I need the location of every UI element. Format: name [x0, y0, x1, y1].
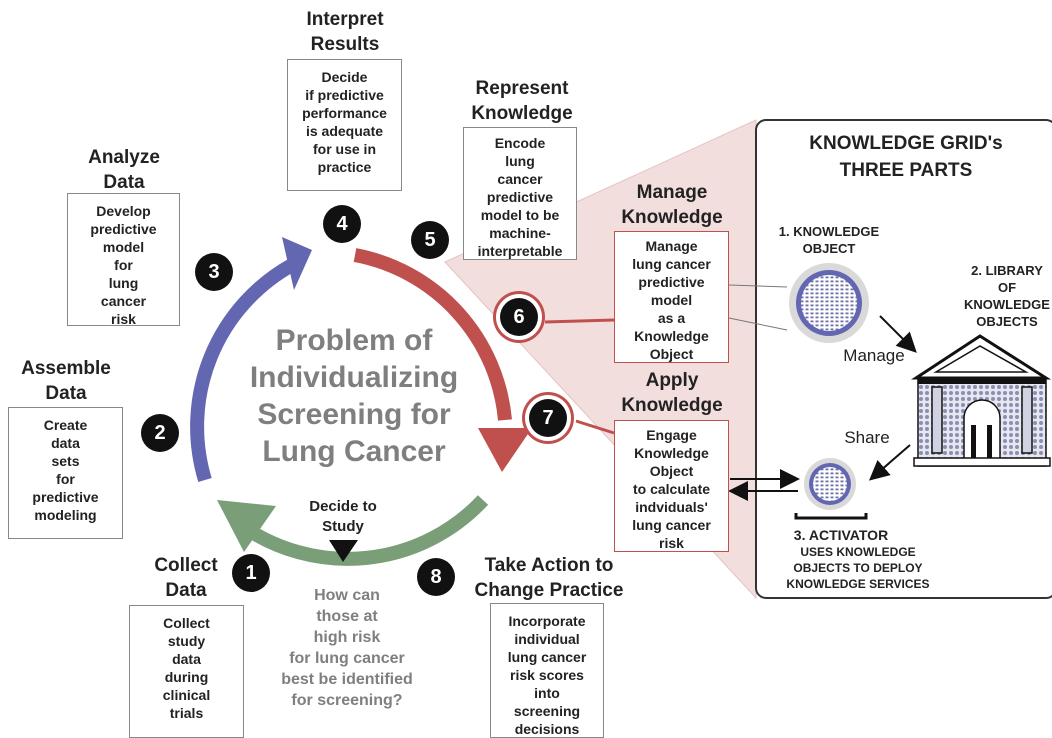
manage-arrow: [879, 315, 917, 353]
grid-title: KNOWLEDGE GRID's THREE PARTS: [809, 133, 1003, 181]
grid-part-2-label: 2. LIBRARY OF KNOWLEDGE OBJECTS: [964, 263, 1050, 329]
step-3-title: Analyze Data: [88, 147, 160, 193]
step-marker-2: 2: [141, 414, 179, 452]
grid-part-1-label: 1. KNOWLEDGE OBJECT: [778, 224, 880, 256]
manage-label: Manage: [843, 346, 905, 365]
connector-7: [575, 419, 615, 435]
grid-part-3-description: USES KNOWLEDGE OBJECTS TO DEPLOY KNOWLED…: [786, 545, 930, 591]
step-7-title: Apply Knowledge: [621, 370, 723, 416]
share-arrow: [868, 444, 911, 481]
step-marker-8: 8: [417, 558, 455, 596]
step-4-box: Decide if predictive performance is adeq…: [287, 59, 402, 191]
step-2-box: Create data sets for predictive modeling: [8, 407, 123, 539]
green-arrowhead: [217, 500, 276, 552]
step-5-title: Represent Knowledge: [471, 78, 573, 124]
grid-part-3-label: 3. ACTIVATOR: [793, 527, 889, 543]
step-marker-1: 1: [232, 554, 270, 592]
purple-arrowhead: [282, 237, 312, 290]
connector-6: [544, 318, 615, 324]
step-7-box: Engage Knowledge Object to calculate ind…: [614, 420, 729, 552]
cycle-arc-red: [353, 248, 512, 421]
step-marker-3: 3: [195, 253, 233, 291]
step-8-box: Incorporate individual lung cancer risk …: [490, 603, 604, 738]
step-marker-5: 5: [411, 221, 449, 259]
cycle-arc-green: [236, 495, 489, 566]
center-title: Problem of Individualizing Screening for…: [249, 324, 459, 468]
cycle-arc-purple: [190, 258, 296, 483]
step-1-title: Collect Data: [154, 555, 218, 601]
step-6-title: Manage Knowledge: [621, 182, 723, 228]
step-marker-4: 4: [323, 205, 361, 243]
share-label: Share: [844, 428, 890, 447]
step-marker-6: 6: [500, 298, 538, 336]
step-6-box: Manage lung cancer predictive model as a…: [614, 231, 729, 363]
activator-bracket: [794, 513, 868, 520]
decide-to-study-label: Decide to Study: [309, 498, 377, 535]
step-8-title: Take Action to Change Practice: [474, 555, 624, 601]
library-building-icon: [910, 334, 1052, 467]
step-2-title: Assemble Data: [21, 358, 111, 404]
step-5-box: Encode lung cancer predictive model to b…: [463, 127, 577, 260]
step-marker-7: 7: [529, 399, 567, 437]
knowledge-object-icon: [801, 275, 857, 331]
step-3-box: Develop predictive model for lung cancer…: [67, 193, 180, 327]
red-arrowhead: [478, 428, 532, 472]
activator-icon: [813, 467, 847, 501]
step-4-title: Interpret Results: [306, 9, 384, 55]
decide-triangle: [329, 540, 358, 562]
central-question: How can those at high risk for lung canc…: [281, 587, 413, 709]
step-1-box: Collect study data during clinical trial…: [129, 605, 244, 738]
